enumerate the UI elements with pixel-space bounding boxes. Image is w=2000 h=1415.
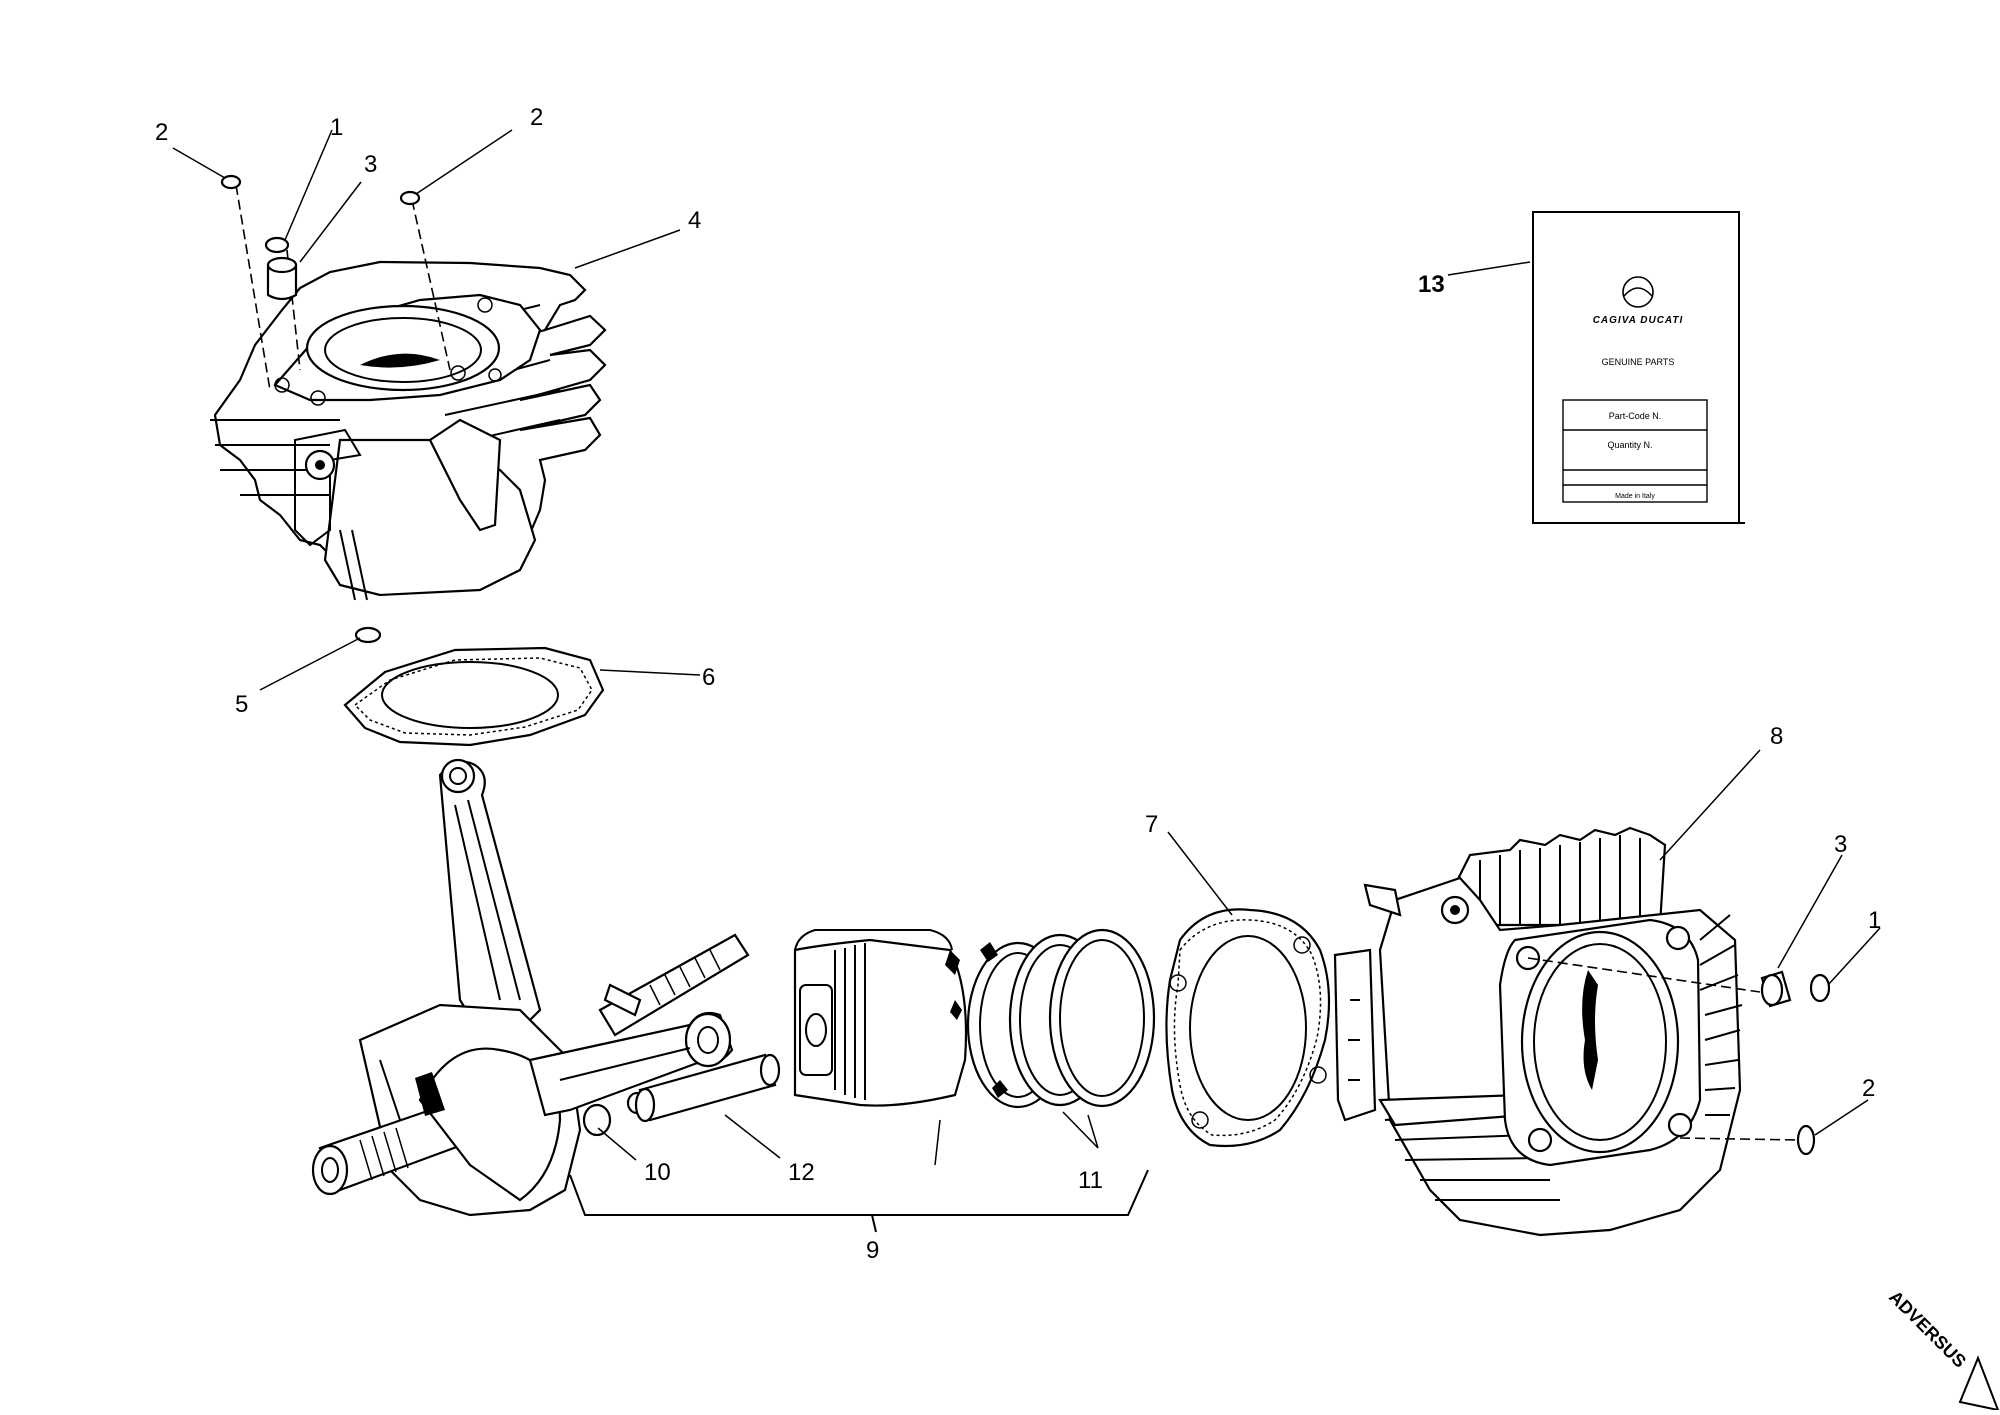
callout-13: 13	[1418, 271, 1445, 298]
cylinder-right-icon	[1333, 826, 1743, 1237]
circlip-icon	[582, 1103, 612, 1137]
gasket-icon	[343, 646, 605, 747]
leaflet-brand: CAGIVA DUCATI	[1593, 315, 1684, 326]
stud-line-right-top	[1527, 957, 1761, 993]
piston-ring-icon	[966, 928, 1156, 1109]
callout-5: 5	[235, 691, 248, 718]
callout-8: 8	[1770, 723, 1783, 750]
stud-line-left	[235, 184, 271, 391]
dowel-icon	[266, 256, 298, 301]
gasket-icon	[1165, 908, 1331, 1148]
leaflet-subtitle: GENUINE PARTS	[1602, 357, 1675, 367]
watermark-text: ADVERSUS	[1885, 1287, 1970, 1372]
o-ring-icon	[1796, 1124, 1816, 1156]
gudgeon-pin-icon	[634, 1053, 781, 1123]
callout-9: 9	[866, 1237, 879, 1264]
piston-icon	[793, 929, 968, 1107]
stud-line-right-bottom	[1679, 1137, 1801, 1141]
callout-2-top-left: 2	[155, 119, 168, 146]
leaflet-footer: Made in Italy	[1615, 493, 1655, 500]
callout-7: 7	[1145, 811, 1158, 838]
leaflet-field-qty: Quantity N.	[1607, 440, 1652, 450]
leader-lines	[172, 129, 1881, 1233]
callout-4: 4	[688, 207, 701, 234]
callout-3-top: 3	[364, 151, 377, 178]
cylinder-top-icon	[210, 260, 607, 601]
crankshaft-icon	[311, 758, 750, 1217]
o-ring-icon	[220, 174, 242, 190]
callout-1-top: 1	[330, 114, 343, 141]
leaflet-field-code: Part-Code N.	[1609, 411, 1662, 421]
triangle-logo-icon	[1958, 1355, 2000, 1412]
callout-10: 10	[644, 1159, 671, 1186]
o-ring-icon	[399, 190, 421, 206]
callout-11: 11	[1078, 1167, 1103, 1194]
watermark: ADVERSUS	[1885, 1287, 2000, 1412]
callout-2-right: 2	[1862, 1075, 1875, 1102]
callouts: 2 1 3 2 4 5 6 7 8 3 1 2 9 10 11 12 13	[155, 104, 1881, 1264]
o-ring-icon	[1809, 973, 1831, 1003]
callout-1-right: 1	[1868, 907, 1881, 934]
callout-3-right: 3	[1834, 831, 1847, 858]
callout-6: 6	[702, 664, 715, 691]
o-ring-icon	[264, 236, 290, 254]
o-ring-icon	[354, 626, 382, 644]
callout-12: 12	[788, 1159, 815, 1186]
dowel-icon	[1760, 970, 1792, 1008]
leaflet-icon: CAGIVA DUCATI GENUINE PARTS Part-Code N.…	[1532, 211, 1745, 524]
callout-2-top-right: 2	[530, 104, 543, 131]
